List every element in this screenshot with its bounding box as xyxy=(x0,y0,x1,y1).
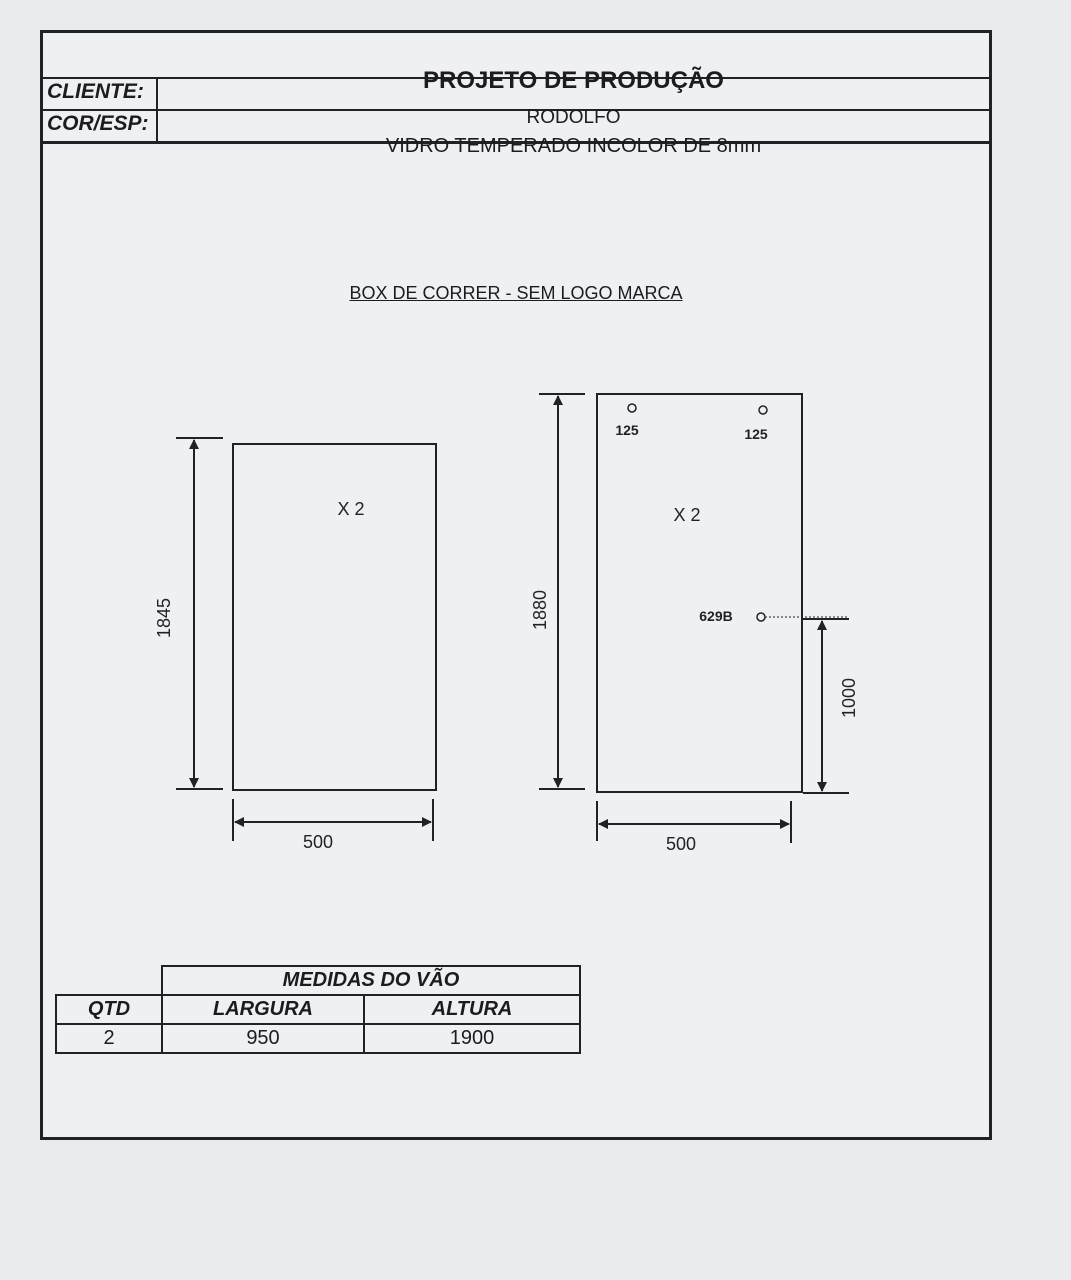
client-value: RODOLFO xyxy=(526,107,621,128)
handle-hole-icon xyxy=(756,612,766,622)
client-label: CLIENTE: xyxy=(47,80,144,103)
production-sheet: PROJETO DE PRODUÇÃO CLIENTE: COR/ESP: RO… xyxy=(40,30,992,1140)
handle-height-value: 1000 xyxy=(839,678,859,718)
table-row: 2 950 1900 xyxy=(55,1023,581,1054)
drawing-title: BOX DE CORRER - SEM LOGO MARCA xyxy=(349,283,683,303)
header-line-mid xyxy=(43,109,989,111)
header-line-bottom xyxy=(43,141,989,144)
hole-left-value: 125 xyxy=(615,422,639,438)
vao-title: MEDIDAS DO VÃO xyxy=(161,965,581,996)
hole-right-icon xyxy=(758,405,768,415)
right-panel-qty: X 2 xyxy=(673,505,700,525)
handle-code: 629B xyxy=(699,608,732,624)
header-line-top xyxy=(43,77,989,79)
spec-label: COR/ESP: xyxy=(47,112,149,135)
right-height-value: 1880 xyxy=(530,590,550,630)
left-panel-qty: X 2 xyxy=(337,499,364,519)
vao-header-altura: ALTURA xyxy=(363,994,581,1025)
header-label-divider xyxy=(156,77,158,143)
vao-largura-value: 950 xyxy=(161,1023,365,1054)
hole-right-value: 125 xyxy=(744,426,768,442)
technical-drawing: X 2 1845 500 125 125 X 2 629B 1880 1000 xyxy=(154,393,859,854)
vao-measurements-table: MEDIDAS DO VÃO QTD LARGURA ALTURA 2 950 … xyxy=(55,965,581,1054)
left-glass-panel xyxy=(232,443,437,791)
left-height-value: 1845 xyxy=(154,598,174,638)
spec-value: VIDRO TEMPERADO INCOLOR DE 8mm xyxy=(385,135,762,157)
page-title: PROJETO DE PRODUÇÃO xyxy=(423,67,724,94)
right-glass-panel xyxy=(596,393,803,793)
left-width-value: 500 xyxy=(303,832,333,852)
vao-header-qtd: QTD xyxy=(55,994,163,1025)
vao-qtd-value: 2 xyxy=(55,1023,163,1054)
vao-altura-value: 1900 xyxy=(363,1023,581,1054)
hole-left-icon xyxy=(627,403,637,413)
right-width-value: 500 xyxy=(666,834,696,854)
vao-header-largura: LARGURA xyxy=(161,994,365,1025)
